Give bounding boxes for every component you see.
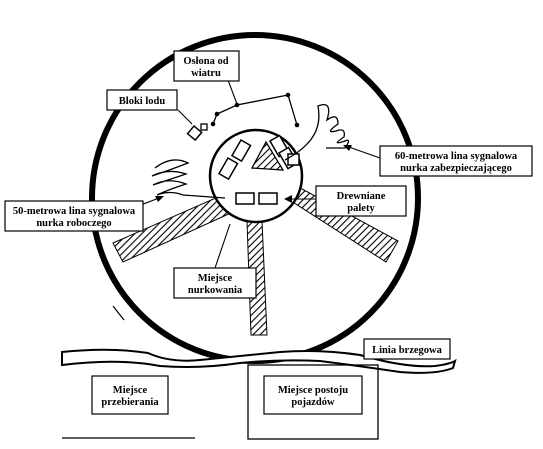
label-box-przebierania	[91, 375, 169, 415]
windbreak-post-1	[210, 121, 216, 127]
label-box-oslona	[173, 50, 240, 82]
pallet-box-1	[235, 192, 255, 205]
windbreak-post-4	[285, 92, 291, 98]
label-box-brzeg	[363, 338, 451, 360]
pointer-nurkowania	[214, 223, 231, 269]
label-bloki-lodu: Bloki lodu	[119, 96, 166, 107]
arrowhead-lina50	[155, 196, 164, 202]
pallet-box-2	[258, 192, 278, 205]
label-palety-line2: palety	[347, 203, 375, 214]
shoreline	[61, 348, 457, 374]
pointer-oslona	[227, 79, 238, 105]
label-nurkowania-line1: Miejsce	[198, 273, 233, 284]
pointer-bloki	[177, 109, 193, 125]
signal-line-60m-coil	[284, 103, 350, 161]
label-box-lina50	[4, 200, 144, 232]
label-lina50-line2: nurka roboczego	[36, 218, 111, 229]
arrowhead-palety	[284, 195, 292, 203]
label-lina60-line1: 60-metrowa lina sygnalowa	[395, 151, 518, 162]
label-nurkowania-line2: nurkowania	[188, 285, 243, 296]
ice-block-square	[186, 124, 203, 142]
hatched-triangle	[250, 140, 285, 171]
label-box-bloki	[106, 89, 178, 111]
label-linia-brzegowa: Linia brzegowa	[372, 345, 442, 356]
ice-block-small	[200, 123, 208, 131]
label-postoju-line2: pojazdów	[291, 397, 335, 408]
label-oslona-line2: wiatru	[191, 68, 221, 79]
arrowhead-lina60	[343, 145, 352, 151]
hole-block-5	[287, 153, 300, 166]
label-przebierania-line2: przebierania	[101, 397, 159, 408]
pointer-lina60	[345, 145, 381, 159]
label-postoju-line1: Miejsce postoju	[278, 385, 348, 396]
circle-base-left	[112, 305, 125, 321]
windbreak-line	[212, 94, 298, 126]
label-lina50-line1: 50-metrowa lina sygnalowa	[13, 206, 136, 217]
label-box-palety	[315, 185, 407, 217]
label-box-postoju	[263, 375, 363, 415]
hole-block-1	[217, 156, 239, 181]
label-przebierania-line1: Miejsce	[113, 385, 148, 396]
label-lina60-line2: nurka zabezpieczającego	[400, 163, 512, 174]
label-oslona-line1: Osłona od	[183, 56, 228, 67]
windbreak-post-2	[214, 111, 220, 117]
windbreak-post-5	[294, 122, 300, 128]
parking-area-outline	[247, 364, 379, 440]
label-palety-line1: Drewniane	[337, 191, 386, 202]
signal-line-50m-coil	[151, 159, 226, 199]
label-box-lina60	[379, 145, 533, 177]
hole-block-2	[230, 138, 252, 163]
label-box-nurkowania	[173, 267, 257, 299]
windbreak-post-3	[234, 102, 240, 108]
